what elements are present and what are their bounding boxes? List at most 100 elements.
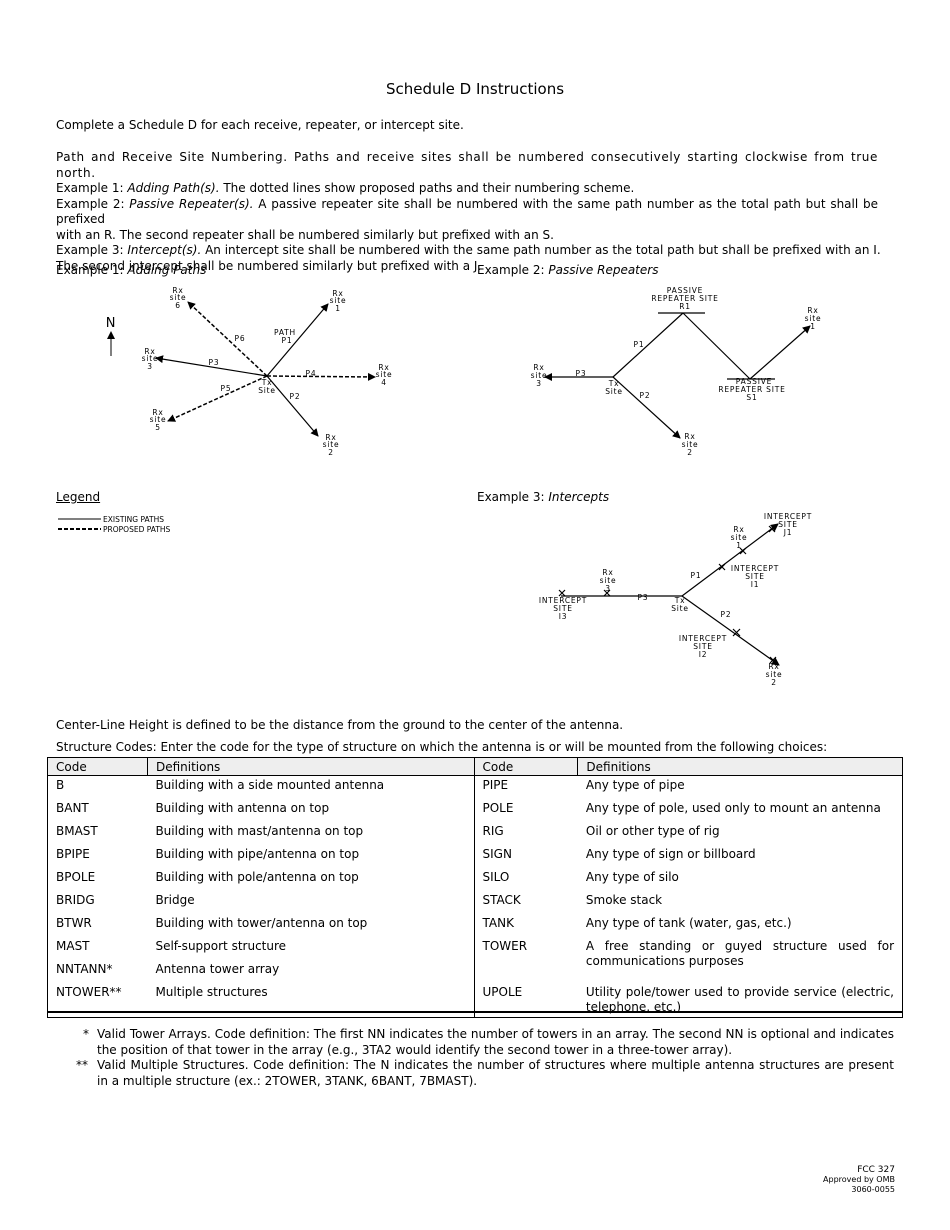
- svg-text:P1: P1: [282, 336, 293, 345]
- table-row: NNTANN*Antenna tower array: [47, 959, 903, 983]
- footnote-2-mark: **: [76, 1058, 88, 1072]
- col-header-code: Code: [473, 757, 579, 776]
- svg-text:INTERCEPT: INTERCEPT: [679, 634, 727, 643]
- svg-text:1: 1: [810, 322, 816, 331]
- table-bottom-rule: [47, 1011, 903, 1013]
- svg-text:Rx: Rx: [172, 286, 183, 295]
- svg-text:Rx: Rx: [533, 363, 544, 372]
- svg-text:Rx: Rx: [807, 306, 818, 315]
- path-p3: [155, 355, 268, 377]
- structure-codes-text: Structure Codes: Enter the code for the …: [56, 740, 828, 754]
- example2-cont: with an R. The second repeater shall be …: [56, 227, 554, 242]
- svg-text:Rx: Rx: [768, 662, 779, 671]
- col-header-definitions: Definitions: [577, 757, 903, 776]
- svg-text:site: site: [731, 533, 748, 542]
- svg-text:2: 2: [687, 448, 693, 457]
- rx1-marker: [739, 547, 747, 555]
- rx3-marker: [603, 589, 611, 597]
- example3-cont: The second intercept shall be numbered s…: [56, 258, 482, 273]
- svg-text:Tx: Tx: [674, 596, 686, 605]
- svg-text:INTERCEPT: INTERCEPT: [764, 512, 812, 521]
- svg-text:2: 2: [771, 678, 777, 687]
- svg-text:REPEATER SITE: REPEATER SITE: [718, 385, 785, 394]
- svg-text:S1: S1: [746, 393, 757, 402]
- path-p5: [167, 375, 268, 422]
- svg-text:I3: I3: [559, 612, 568, 621]
- svg-text:site: site: [323, 440, 340, 449]
- svg-text:P5: P5: [221, 384, 232, 393]
- svg-text:Rx: Rx: [684, 432, 695, 441]
- col-header-code: Code: [47, 757, 148, 776]
- svg-text:SITE: SITE: [778, 520, 798, 529]
- example2-heading: Example 2: Passive Repeaters: [477, 263, 659, 277]
- svg-text:P3: P3: [638, 593, 649, 602]
- svg-text:Rx: Rx: [602, 568, 613, 577]
- center-line-text: Center-Line Height is defined to be the …: [56, 718, 624, 732]
- example1-line: Example 1: Adding Path(s). The dotted li…: [56, 181, 635, 195]
- svg-text:Rx: Rx: [144, 347, 155, 356]
- svg-text:PASSIVE: PASSIVE: [667, 286, 703, 295]
- svg-text:Site: Site: [605, 387, 623, 396]
- intercept-i1-marker: [718, 563, 726, 571]
- svg-text:R1: R1: [679, 302, 691, 311]
- example3-heading: Example 3: Intercepts: [477, 490, 610, 504]
- svg-text:INTERCEPT: INTERCEPT: [539, 596, 587, 605]
- svg-text:Tx: Tx: [261, 378, 273, 387]
- col-header-definitions: Definitions: [146, 757, 475, 776]
- intro-text: Complete a Schedule D for each receive, …: [56, 118, 464, 132]
- svg-text:P1: P1: [691, 571, 702, 580]
- footnote-1-mark: *: [83, 1027, 89, 1041]
- svg-text:P6: P6: [235, 334, 246, 343]
- numbering-line: Path and Receive Site Numbering. Paths a…: [56, 150, 878, 180]
- intercept-i2-marker: [732, 628, 741, 637]
- path-s1-to-rx1: [749, 325, 811, 380]
- intercept-i3-marker: [558, 589, 566, 597]
- svg-text:P2: P2: [721, 610, 732, 619]
- svg-text:Rx: Rx: [332, 289, 343, 298]
- path-p6: [187, 301, 268, 377]
- path-p2: [681, 595, 780, 666]
- svg-text:3: 3: [536, 379, 542, 388]
- svg-text:site: site: [142, 354, 159, 363]
- svg-text:P3: P3: [209, 358, 220, 367]
- svg-text:5: 5: [155, 423, 161, 432]
- legend-proposed-label: PROPOSED PATHS: [103, 525, 171, 534]
- svg-text:Site: Site: [258, 386, 276, 395]
- path-p4: [266, 372, 376, 381]
- table-header-row: Code Definitions Code Definitions: [47, 757, 903, 776]
- svg-text:Rx: Rx: [733, 525, 744, 534]
- legend-existing-label: EXISTING PATHS: [103, 515, 164, 524]
- svg-text:SITE: SITE: [693, 642, 713, 651]
- svg-text:site: site: [170, 293, 187, 302]
- svg-text:Rx: Rx: [378, 363, 389, 372]
- svg-text:I1: I1: [751, 580, 760, 589]
- svg-text:Tx: Tx: [608, 379, 620, 388]
- svg-text:site: site: [376, 370, 393, 379]
- svg-text:REPEATER SITE: REPEATER SITE: [651, 294, 718, 303]
- example1-heading: Example 1: Adding Paths: [56, 263, 207, 277]
- svg-text:site: site: [682, 440, 699, 449]
- path-p1-to-r1: [612, 312, 684, 378]
- svg-text:I2: I2: [699, 650, 708, 659]
- intercept-j1-marker: [768, 525, 776, 533]
- svg-text:site: site: [766, 670, 783, 679]
- svg-text:J1: J1: [783, 528, 793, 537]
- path-r1-to-s1: [682, 312, 751, 380]
- svg-text:SITE: SITE: [745, 572, 765, 581]
- svg-text:SITE: SITE: [553, 604, 573, 613]
- svg-text:P4: P4: [306, 369, 317, 378]
- legend-title: Legend: [56, 490, 101, 504]
- path-p2: [612, 376, 681, 439]
- svg-text:4: 4: [381, 378, 387, 387]
- north-label: N: [106, 316, 117, 331]
- svg-text:site: site: [531, 371, 548, 380]
- svg-text:1: 1: [335, 304, 341, 313]
